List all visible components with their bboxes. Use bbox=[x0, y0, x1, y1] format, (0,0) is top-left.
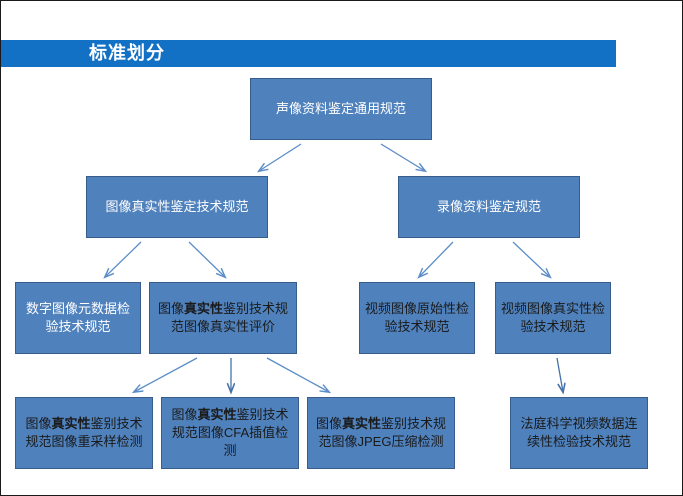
node-resampling-detection-label: 图像真实性鉴别技术规范图像重采样检测 bbox=[21, 415, 147, 451]
node-image-authenticity-standard-label: 图像真实性鉴定技术规范 bbox=[105, 199, 249, 214]
edge-video-std-to-vid-orig bbox=[419, 241, 454, 277]
node-eval-bold: 真实性 bbox=[183, 301, 223, 316]
node-jpeg-bold: 真实性 bbox=[341, 416, 381, 431]
node-root[interactable]: 声像资料鉴定通用规范 bbox=[250, 78, 432, 140]
edge-img-auth-to-eval bbox=[188, 241, 225, 277]
node-jpeg-suffix: 鉴别技术规范图像JPEG压缩检测 bbox=[318, 416, 447, 449]
node-authenticity-evaluation[interactable]: 图像真实性鉴别技术规范图像真实性评价 bbox=[149, 282, 297, 354]
edge-video-std-to-vid-auth bbox=[512, 241, 550, 277]
node-resample-suffix: 鉴别技术规范图像重采样检测 bbox=[25, 416, 143, 449]
node-cfa-suffix: 鉴别技术规范图像CFA插值检测 bbox=[171, 407, 289, 458]
node-jpeg-prefix: 图像 bbox=[315, 416, 342, 431]
node-cfa-interpolation-detection[interactable]: 图像真实性鉴别技术规范图像CFA插值检测 bbox=[161, 397, 299, 469]
node-video-authenticity-inspection-label: 视频图像真实性检验技术规范 bbox=[501, 301, 606, 334]
title-bar-left-block bbox=[1, 40, 19, 67]
node-image-authenticity-standard[interactable]: 图像真实性鉴定技术规范 bbox=[86, 176, 268, 238]
edge-eval-to-jpeg bbox=[266, 357, 329, 392]
node-jpeg-compression-detection[interactable]: 图像真实性鉴别技术规范图像JPEG压缩检测 bbox=[307, 397, 455, 469]
edge-eval-to-resample bbox=[134, 357, 198, 392]
node-cfa-interpolation-detection-label: 图像真实性鉴别技术规范图像CFA插值检测 bbox=[167, 406, 293, 460]
node-video-material-standard-label: 录像资料鉴定规范 bbox=[436, 199, 541, 214]
node-root-label: 声像资料鉴定通用规范 bbox=[275, 101, 406, 116]
node-eval-suffix: 鉴别技术规范图像真实性评价 bbox=[170, 301, 289, 334]
node-resampling-detection[interactable]: 图像真实性鉴别技术规范图像重采样检测 bbox=[15, 397, 153, 469]
edge-root-to-img-auth bbox=[259, 143, 302, 171]
node-video-originality-inspection-label: 视频图像原始性检验技术规范 bbox=[365, 301, 470, 334]
node-video-originality-inspection[interactable]: 视频图像原始性检验技术规范 bbox=[359, 282, 475, 354]
node-video-authenticity-inspection[interactable]: 视频图像真实性检验技术规范 bbox=[495, 282, 611, 354]
node-metadata-inspection-label: 数字图像元数据检验技术规范 bbox=[25, 301, 130, 334]
node-video-continuity-inspection-label: 法庭科学视频数据连续性检验技术规范 bbox=[520, 416, 638, 449]
node-video-material-standard[interactable]: 录像资料鉴定规范 bbox=[398, 176, 580, 238]
title-bar bbox=[19, 40, 616, 67]
edge-vid-auth-to-continuity bbox=[556, 357, 563, 392]
node-jpeg-compression-detection-label: 图像真实性鉴别技术规范图像JPEG压缩检测 bbox=[313, 415, 449, 451]
node-eval-prefix: 图像 bbox=[157, 301, 184, 316]
node-metadata-inspection[interactable]: 数字图像元数据检验技术规范 bbox=[15, 282, 141, 354]
edge-img-auth-to-meta bbox=[105, 241, 142, 277]
page-title: 标准划分 bbox=[89, 43, 165, 63]
node-authenticity-evaluation-label: 图像真实性鉴别技术规范图像真实性评价 bbox=[155, 300, 291, 336]
node-resample-prefix: 图像 bbox=[25, 416, 52, 431]
node-cfa-prefix: 图像 bbox=[171, 407, 198, 422]
node-video-continuity-inspection[interactable]: 法庭科学视频数据连续性检验技术规范 bbox=[510, 397, 648, 469]
edge-root-to-video-std bbox=[380, 143, 425, 171]
node-cfa-bold: 真实性 bbox=[197, 407, 237, 422]
node-resample-bold: 真实性 bbox=[51, 416, 91, 431]
